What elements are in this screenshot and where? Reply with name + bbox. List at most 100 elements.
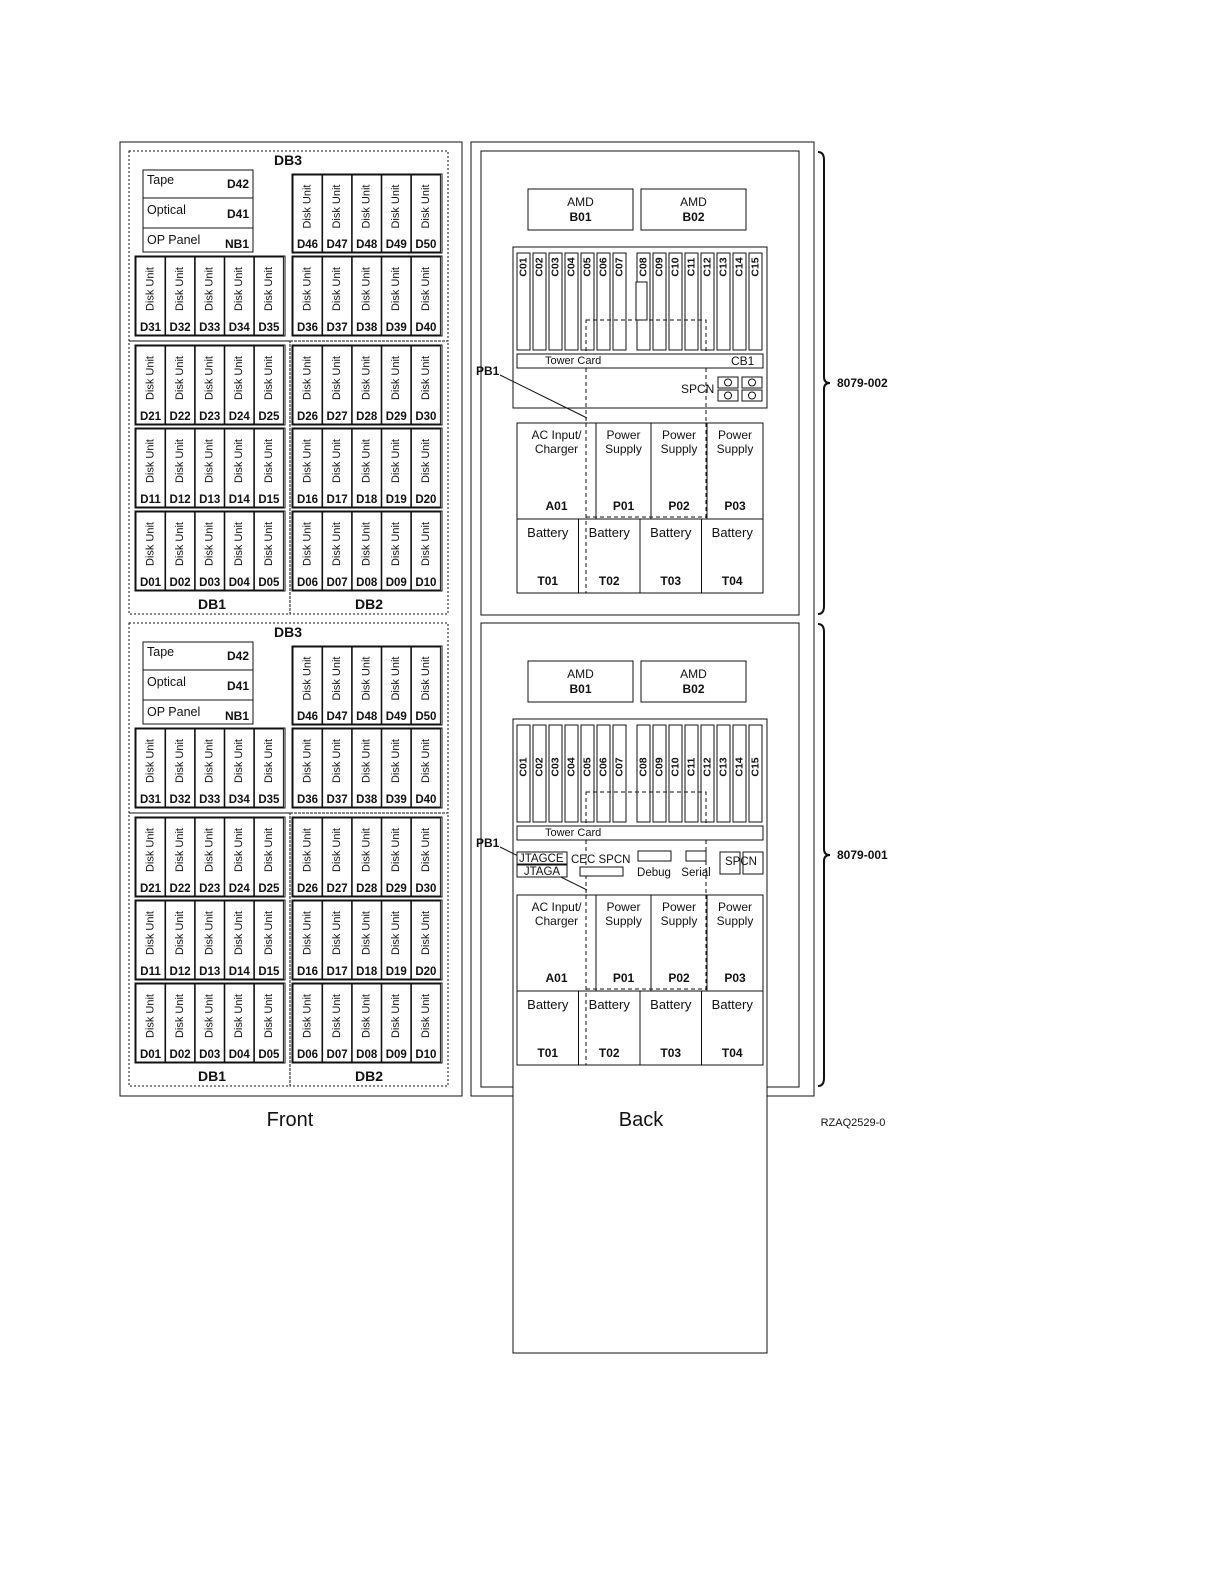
disk-unit-slot bbox=[194, 728, 225, 808]
disk-unit-slot bbox=[410, 174, 441, 253]
disk-unit-slot bbox=[322, 646, 353, 725]
disk-unit-id: D27 bbox=[327, 411, 348, 423]
disk-unit-id: D14 bbox=[229, 494, 251, 506]
spcn-port bbox=[741, 376, 763, 389]
disk-unit-slot bbox=[381, 900, 412, 980]
spcn-label: SPCN bbox=[681, 382, 714, 396]
card-slot-C13: C13 bbox=[716, 252, 731, 351]
db1-label: DB1 bbox=[198, 596, 226, 612]
disk-unit-id: D06 bbox=[297, 577, 318, 589]
device-name: Optical bbox=[147, 675, 186, 689]
disk-unit-slot bbox=[135, 900, 166, 980]
card-slot-C06: C06 bbox=[596, 724, 611, 823]
disk-unit-id: D47 bbox=[327, 239, 348, 251]
db3-top-row bbox=[291, 645, 443, 726]
disk-unit-id: D26 bbox=[297, 411, 318, 423]
disk-unit-id: D20 bbox=[415, 494, 436, 506]
disk-unit-label: Disk Unit bbox=[301, 267, 313, 311]
disk-unit-slot bbox=[224, 345, 255, 425]
card-slot-C06: C06 bbox=[596, 252, 611, 351]
disk-unit-label: Disk Unit bbox=[361, 828, 373, 872]
card-slot bbox=[668, 724, 683, 823]
disk-unit-slot bbox=[135, 728, 166, 808]
back-caption: Back bbox=[619, 1109, 664, 1131]
card-slot-label: C09 bbox=[653, 757, 665, 776]
disk-unit-id: D32 bbox=[170, 322, 191, 334]
disk-unit-slot bbox=[224, 817, 255, 897]
disk-row-right bbox=[291, 982, 443, 1064]
disk-unit-slot bbox=[253, 817, 284, 897]
disk-unit-slot bbox=[135, 256, 166, 336]
disk-row-right bbox=[291, 727, 443, 809]
power-line1: Power bbox=[606, 428, 640, 442]
disk-unit-label: Disk Unit bbox=[144, 356, 156, 400]
disk-unit-label: Disk Unit bbox=[331, 911, 343, 955]
disk-unit-label: Disk Unit bbox=[174, 522, 186, 566]
disk-unit-label: Disk Unit bbox=[233, 267, 245, 311]
power-bay bbox=[516, 894, 597, 992]
disk-unit-slot bbox=[381, 728, 412, 808]
disk-unit-slot bbox=[322, 900, 353, 980]
disk-unit-slot bbox=[410, 900, 441, 980]
disk-unit-slot bbox=[322, 983, 353, 1063]
battery-id: T04 bbox=[722, 574, 743, 588]
debug-label: Debug bbox=[637, 867, 671, 879]
card-slot-C01: C01 bbox=[516, 252, 531, 351]
card-slot bbox=[700, 724, 715, 823]
disk-unit-id: D19 bbox=[386, 494, 407, 506]
disk-unit-label: Disk Unit bbox=[233, 439, 245, 483]
disk-unit-slot bbox=[253, 900, 284, 980]
disk-unit-label: Disk Unit bbox=[301, 439, 313, 483]
disk-unit-slot bbox=[194, 900, 225, 980]
disk-unit-id: D11 bbox=[140, 494, 161, 506]
card-slot-C11: C11 bbox=[684, 252, 699, 351]
disk-unit-label: Disk Unit bbox=[390, 522, 402, 566]
card-slot-label: C12 bbox=[701, 257, 713, 276]
disk-row-left bbox=[134, 255, 286, 337]
disk-unit-slot bbox=[292, 900, 323, 980]
disk-unit-id: D36 bbox=[297, 794, 318, 806]
disk-unit-slot bbox=[224, 728, 255, 808]
card-slot-label: C09 bbox=[653, 257, 665, 276]
disk-unit-label: Disk Unit bbox=[390, 739, 402, 783]
battery-id: T01 bbox=[537, 574, 558, 588]
disk-unit-label: Disk Unit bbox=[361, 911, 373, 955]
card-detail bbox=[635, 281, 648, 321]
amd-label: AMD bbox=[567, 195, 594, 209]
device-id: NB1 bbox=[225, 237, 249, 251]
db2-bay-outline bbox=[289, 340, 449, 615]
power-id: A01 bbox=[545, 499, 567, 513]
disk-unit-slot bbox=[351, 728, 382, 808]
disk-unit-label: Disk Unit bbox=[233, 522, 245, 566]
disk-unit-label: Disk Unit bbox=[390, 356, 402, 400]
disk-unit-slot bbox=[253, 428, 284, 508]
disk-unit-id: D12 bbox=[170, 494, 191, 506]
card-slot-C12: C12 bbox=[700, 252, 715, 351]
device-name: OP Panel bbox=[147, 233, 200, 247]
card-slot bbox=[580, 724, 595, 823]
power-line1: Power bbox=[662, 900, 696, 914]
disk-unit-slot bbox=[351, 646, 382, 725]
disk-unit-label: Disk Unit bbox=[204, 739, 216, 783]
device-id: D41 bbox=[227, 679, 249, 693]
